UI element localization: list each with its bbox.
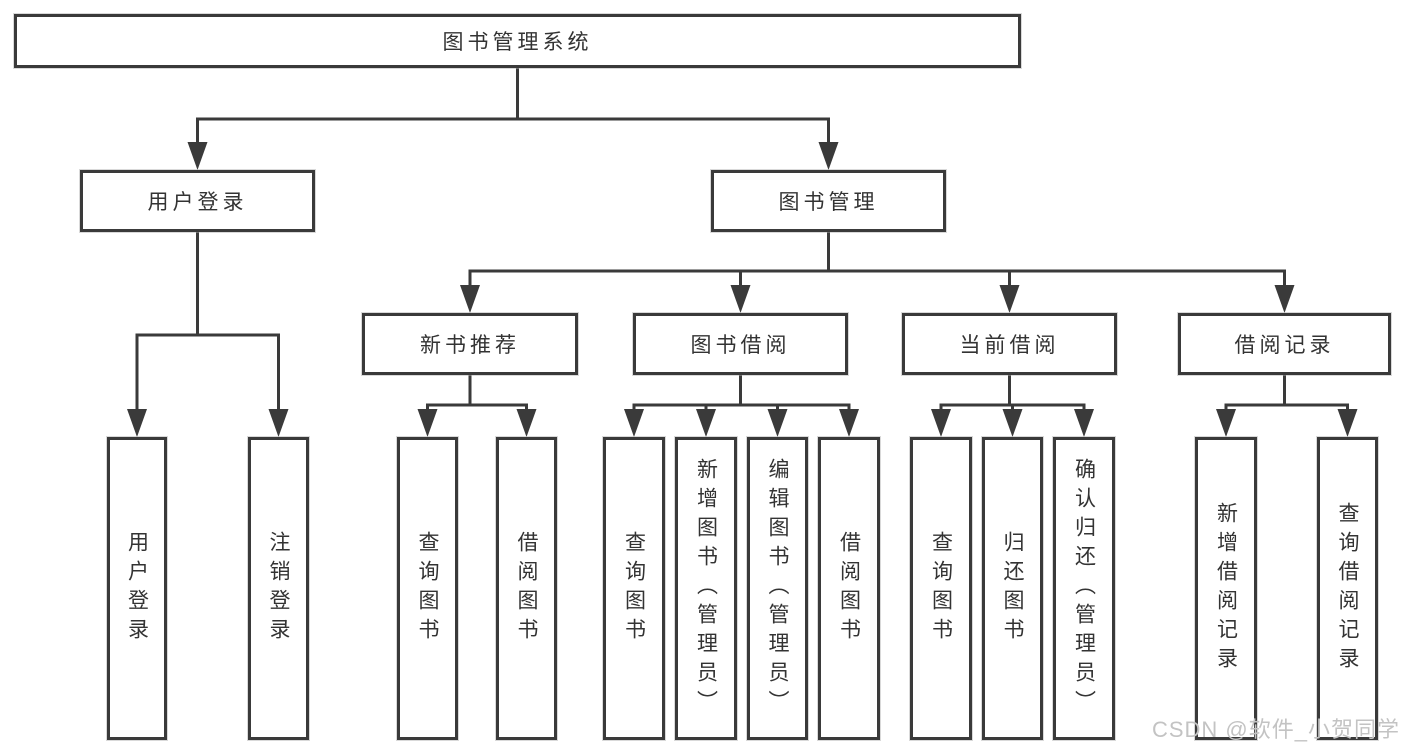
arrowhead-icon [696, 409, 716, 437]
arrowhead-icon [767, 409, 788, 437]
node-leaf-nb-borrow: 借阅图书 [496, 437, 557, 740]
arrowhead-icon [1074, 409, 1094, 437]
arrowhead-icon [931, 409, 951, 437]
node-system: 图书管理系统 [14, 14, 1021, 68]
arrowhead-icon [1002, 409, 1023, 437]
watermark: CSDN @软件_小贺同学 [1151, 717, 1400, 742]
node-leaf-cb-query: 查询图书 [910, 437, 972, 740]
arrowhead-icon [1274, 285, 1295, 313]
node-user-login: 用户登录 [80, 170, 315, 232]
node-leaf-br-add: 新增借阅记录 [1195, 437, 1257, 740]
arrowhead-icon [730, 285, 751, 313]
node-leaf-bb-query: 查询图书 [603, 437, 665, 740]
node-leaf-bb-add: 新增图书（管理员） [675, 437, 737, 740]
arrowhead-icon [268, 409, 289, 437]
node-leaf-user-login: 用户登录 [107, 437, 167, 740]
arrowhead-icon [999, 285, 1020, 313]
arrowhead-icon [187, 142, 208, 170]
node-leaf-cb-return: 归还图书 [982, 437, 1043, 740]
arrowhead-icon [839, 409, 859, 437]
arrowhead-icon [127, 409, 147, 437]
node-leaf-bb-borrow: 借阅图书 [818, 437, 880, 740]
node-book-mgmt: 图书管理 [711, 170, 946, 232]
node-leaf-bb-edit: 编辑图书（管理员） [747, 437, 808, 740]
arrowhead-icon [818, 142, 839, 170]
node-leaf-nb-query: 查询图书 [397, 437, 458, 740]
node-leaf-logout: 注销登录 [248, 437, 309, 740]
node-borrow-records: 借阅记录 [1178, 313, 1391, 375]
node-leaf-cb-confirm: 确认归还（管理员） [1053, 437, 1115, 740]
arrowhead-icon [1337, 409, 1358, 437]
arrowhead-icon [624, 409, 644, 437]
node-book-borrow: 图书借阅 [633, 313, 848, 375]
arrowhead-icon [516, 409, 537, 437]
node-leaf-br-query: 查询借阅记录 [1317, 437, 1378, 740]
arrowhead-icon [417, 409, 438, 437]
arrowhead-icon [1216, 409, 1236, 437]
arrowhead-icon [460, 285, 480, 313]
node-current-borrow: 当前借阅 [902, 313, 1117, 375]
node-new-book-rec: 新书推荐 [362, 313, 578, 375]
